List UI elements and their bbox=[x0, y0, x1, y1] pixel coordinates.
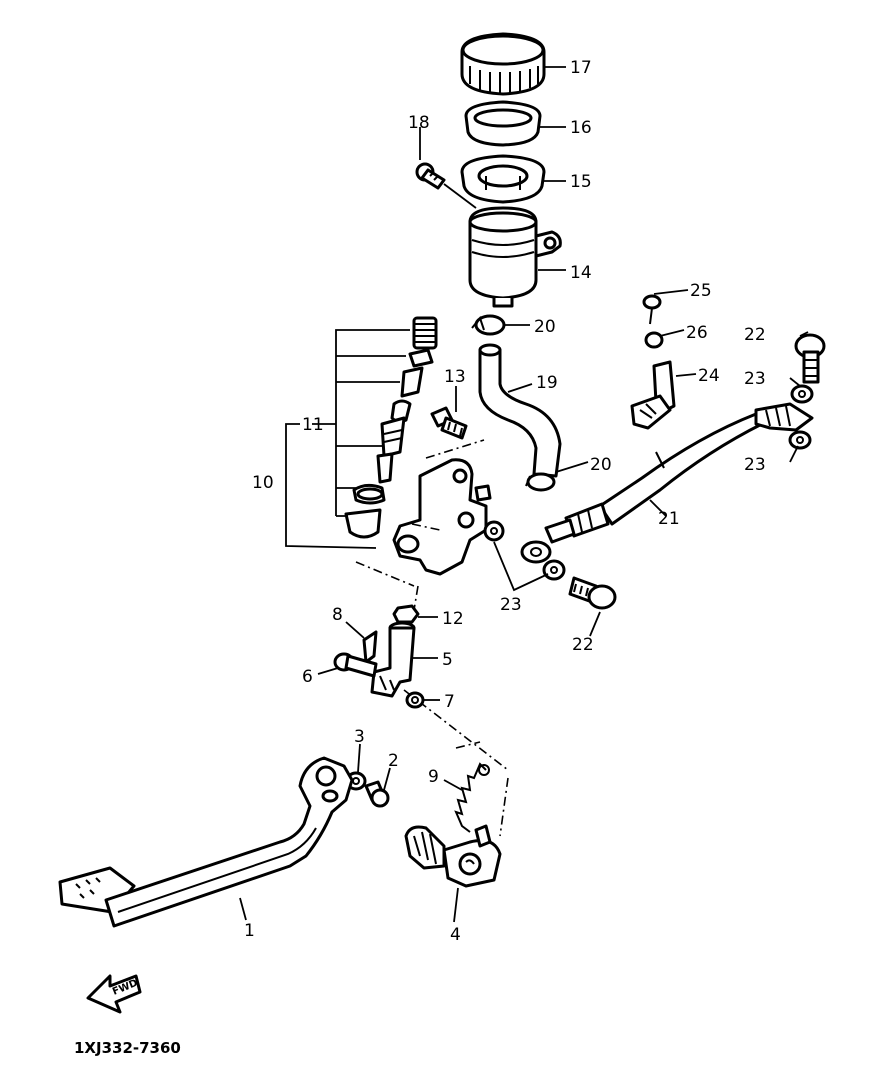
callout-19: 19 bbox=[536, 373, 558, 393]
callout-23-upper: 23 bbox=[744, 369, 766, 389]
callout-8: 8 bbox=[332, 605, 343, 625]
return-spring bbox=[454, 762, 490, 833]
hose-holder bbox=[630, 360, 676, 430]
callout-22-lower: 22 bbox=[572, 635, 594, 655]
bracket-screw bbox=[642, 294, 662, 325]
callout-12: 12 bbox=[442, 609, 464, 629]
callout-5: 5 bbox=[442, 650, 453, 670]
copper-washer-upper bbox=[790, 384, 814, 404]
reference-code: 1XJ332-7360 bbox=[74, 1039, 181, 1057]
callout-22-upper: 22 bbox=[744, 325, 766, 345]
callout-25: 25 bbox=[690, 281, 712, 301]
union-bolt-upper bbox=[794, 333, 826, 384]
pedal-pivot-shaft bbox=[404, 824, 502, 888]
callout-26: 26 bbox=[686, 323, 708, 343]
bracket-10 bbox=[285, 423, 377, 549]
brake-pedal bbox=[58, 756, 354, 928]
forward-arrow-icon: FWD bbox=[86, 974, 142, 1014]
callout-13: 13 bbox=[444, 367, 466, 387]
brake-hose bbox=[520, 402, 814, 564]
master-cylinder-kit bbox=[344, 316, 438, 539]
callout-4: 4 bbox=[450, 925, 461, 945]
pivot-bolt bbox=[364, 780, 390, 808]
locknut bbox=[392, 604, 420, 624]
callout-20-upper: 20 bbox=[534, 317, 556, 337]
reservoir-screw bbox=[415, 162, 446, 190]
clevis-pin bbox=[333, 652, 378, 678]
callout-2: 2 bbox=[388, 751, 399, 771]
callout-11: 11 bbox=[302, 415, 324, 435]
copper-washer-lower bbox=[542, 559, 566, 581]
copper-washer-right bbox=[788, 430, 812, 450]
callout-21: 21 bbox=[658, 509, 680, 529]
union-bolt-lower bbox=[568, 576, 617, 610]
diaphragm bbox=[464, 100, 542, 147]
callout-23-right: 23 bbox=[744, 455, 766, 475]
push-rod-clevis bbox=[370, 621, 416, 698]
callout-24: 24 bbox=[698, 366, 720, 386]
callout-16: 16 bbox=[570, 118, 592, 138]
callout-3: 3 bbox=[354, 727, 365, 747]
callout-20-lower: 20 bbox=[590, 455, 612, 475]
diaphragm-holder bbox=[460, 154, 546, 204]
master-cylinder-body bbox=[392, 458, 492, 576]
reservoir-tank bbox=[468, 206, 562, 308]
callout-18: 18 bbox=[408, 113, 430, 133]
callout-9: 9 bbox=[428, 767, 439, 787]
callout-15: 15 bbox=[570, 172, 592, 192]
bracket-nut bbox=[644, 331, 664, 349]
reservoir-hose bbox=[478, 343, 562, 478]
callout-1: 1 bbox=[244, 921, 255, 941]
hose-clamp-lower bbox=[525, 472, 556, 492]
reservoir-cap bbox=[460, 32, 546, 96]
copper-washer-left bbox=[483, 520, 505, 542]
hose-clamp-upper bbox=[471, 314, 506, 336]
union-bolt bbox=[430, 406, 468, 440]
callout-17: 17 bbox=[570, 58, 592, 78]
cotter-pin bbox=[362, 630, 378, 664]
callout-10: 10 bbox=[252, 473, 274, 493]
callout-7: 7 bbox=[444, 692, 455, 712]
callout-6: 6 bbox=[302, 667, 313, 687]
callout-14: 14 bbox=[570, 263, 592, 283]
washer-7 bbox=[405, 691, 425, 709]
bracket-11 bbox=[312, 329, 410, 517]
callout-23-lower: 23 bbox=[500, 595, 522, 615]
